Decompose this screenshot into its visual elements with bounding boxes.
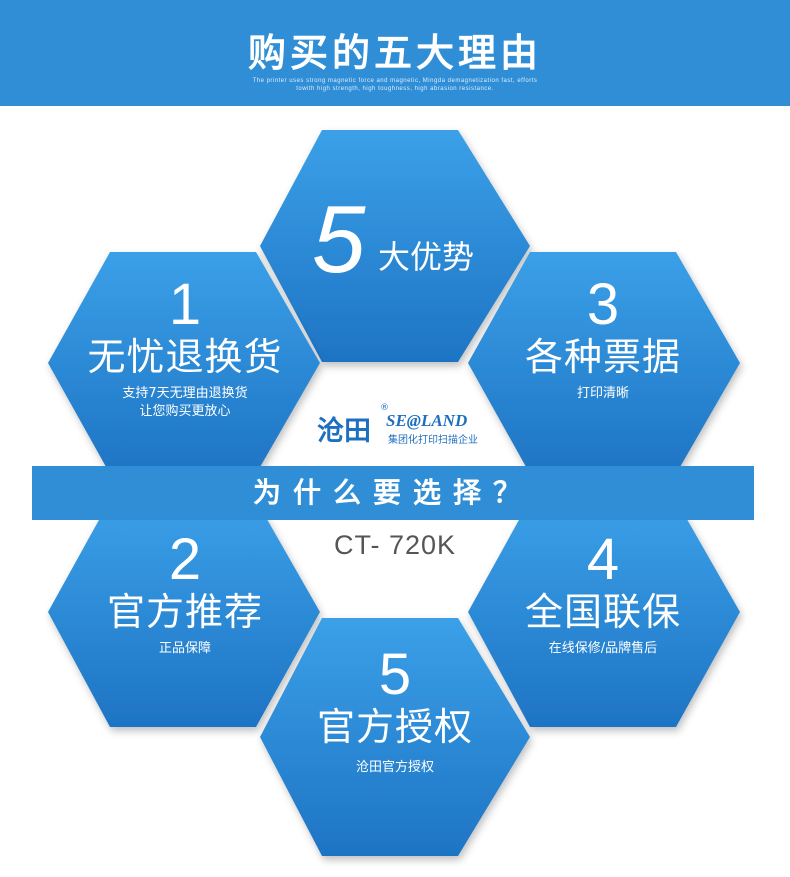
reason-2-number: 2: [168, 527, 202, 592]
logo-tagline: 集团化打印扫描企业: [388, 435, 478, 446]
logo-english: SE@LAND: [386, 411, 468, 430]
banner-subtitle-line1: The printer uses strong magnetic force a…: [252, 78, 538, 84]
model-number: CT- 720K: [333, 530, 457, 560]
reason-1-desc-line2: 让您购买更放心: [139, 404, 231, 419]
reason-2-desc: 正品保障: [158, 641, 211, 656]
hex-reason-2: [48, 500, 320, 727]
reason-3-desc: 打印清晰: [576, 386, 629, 401]
hex-reason-5: [260, 618, 530, 856]
logo-registered-mark: ®: [380, 403, 389, 413]
reason-2: 2 官方推荐 正品保障: [60, 530, 310, 658]
hex-center-top: [260, 130, 530, 362]
banner-subtitle-line2: towith high strength, high toughness, hi…: [296, 86, 494, 92]
reason-2-title: 官方推荐: [106, 590, 263, 634]
why-choose-bar: 为什么要选择？: [32, 466, 754, 520]
reason-4-title: 全国联保: [524, 590, 681, 634]
reason-3-title: 各种票据: [524, 335, 681, 379]
reason-1-title: 无忧退换货: [87, 335, 283, 379]
reason-4-number: 4: [586, 527, 620, 592]
reason-1-desc-line1: 支持7天无理由退换货: [122, 386, 248, 401]
reason-3: 3 各种票据 打印清晰: [478, 275, 728, 403]
reason-5: 5 官方授权 沧田官方授权: [270, 645, 520, 777]
center-big-number: 5: [312, 186, 366, 293]
center-word: 大优势: [378, 238, 475, 276]
reason-5-title: 官方授权: [316, 705, 473, 749]
reason-4-desc: 在线保修/品牌售后: [548, 641, 658, 656]
header-banner: 购买的五大理由 The printer uses strong magnetic…: [0, 0, 790, 106]
reason-4: 4 全国联保 在线保修/品牌售后: [478, 530, 728, 658]
hex-reason-1: [48, 252, 320, 474]
reason-1-number: 1: [168, 272, 202, 337]
hex-reason-3: [468, 252, 740, 474]
reason-5-number: 5: [378, 642, 412, 707]
banner-title: 购买的五大理由: [247, 31, 542, 75]
reason-3-number: 3: [586, 272, 620, 337]
logo-chinese: 沧田: [317, 416, 371, 447]
reason-1: 1 无忧退换货 支持7天无理由退换货 让您购买更放心: [60, 275, 310, 421]
hex-reason-4: [468, 500, 740, 727]
reason-5-desc: 沧田官方授权: [355, 760, 434, 775]
